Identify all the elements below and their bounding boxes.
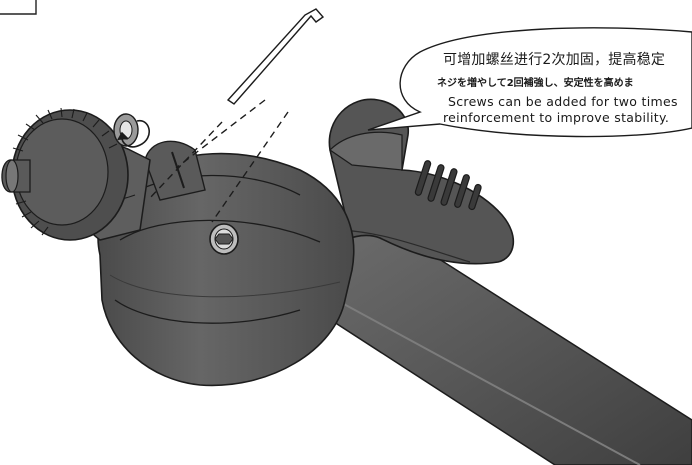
frame-corner	[0, 0, 37, 15]
knurled-knob	[1, 107, 129, 241]
assembly-guide-lines	[147, 99, 289, 223]
callout-text-japanese: ネジを増やして2回補強し、安定性を高めま	[437, 78, 634, 89]
hex-screw	[209, 223, 239, 255]
lever-vent-slots	[414, 160, 482, 211]
rotate-arrow-icon	[117, 120, 150, 148]
hex-key	[226, 8, 325, 105]
callout-text-english-line1: Screws can be added for two times	[448, 94, 678, 109]
callout-bubble	[367, 27, 692, 138]
screw-hole	[113, 113, 139, 147]
callout-text-chinese: 可增加螺丝进行2次加固，提高稳定	[443, 52, 666, 68]
callout-text-english-line2: reinforcement to improve stability.	[443, 110, 670, 125]
